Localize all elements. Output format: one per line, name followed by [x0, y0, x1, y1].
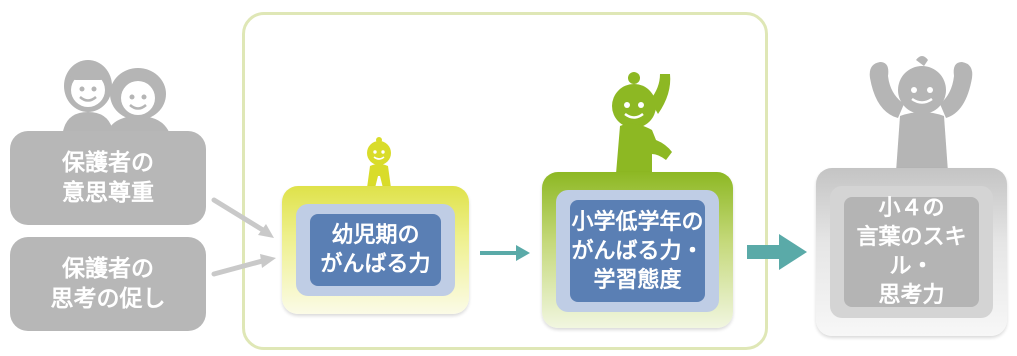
small-child-icon: [367, 137, 391, 188]
early-childhood-card: 幼児期の がんばる力: [282, 186, 469, 314]
input-arrows: [211, 197, 276, 277]
parent-prompt-line1: 保護者の: [62, 256, 154, 282]
parent-prompt-line2: 思考の促し: [50, 286, 166, 312]
parent-prompt-box: 保護者の 思考の促し: [10, 237, 206, 331]
early-childhood-line1: 幼児期の: [331, 223, 420, 248]
parents-icon: [62, 60, 172, 142]
arrow-lower-head: [260, 254, 276, 268]
grade4-label: 小４の 言葉のスキル・ 思考力: [844, 196, 979, 308]
arrow-lower-line: [211, 257, 269, 277]
early-childhood-label: 幼児期の がんばる力: [310, 214, 441, 286]
lower-elementary-line3: 学習態度: [593, 267, 682, 293]
progress-arrow-large: [747, 234, 807, 270]
early-childhood-frame: 幼児期の がんばる力: [296, 204, 455, 296]
early-childhood-line2: がんばる力: [320, 252, 431, 277]
lower-elementary-card: 小学低学年の がんばる力・ 学習態度: [542, 172, 733, 328]
strong-child-icon: [869, 56, 973, 172]
parent-respect-line2: 意思尊重: [62, 180, 154, 206]
lower-elementary-label: 小学低学年の がんばる力・ 学習態度: [570, 200, 705, 302]
arrow-upper-line: [211, 197, 269, 235]
grade4-line1: 小４の: [878, 196, 945, 221]
grade4-line3: 思考力: [878, 283, 945, 308]
lower-elementary-line1: 小学低学年の: [571, 209, 704, 235]
grade4-card: 小４の 言葉のスキル・ 思考力: [816, 168, 1007, 336]
parent-respect-line1: 保護者の: [62, 150, 154, 176]
lower-elementary-frame: 小学低学年の がんばる力・ 学習態度: [556, 190, 719, 312]
grade4-line2: 言葉のスキル・: [856, 225, 967, 279]
waving-child-icon: [612, 72, 672, 174]
progress-arrow-small: [480, 245, 530, 261]
lower-elementary-line2: がんばる力・: [571, 238, 704, 264]
arrow-upper-head: [258, 224, 274, 238]
parent-respect-box: 保護者の 意思尊重: [10, 131, 206, 225]
grade4-frame: 小４の 言葉のスキル・ 思考力: [830, 186, 993, 318]
